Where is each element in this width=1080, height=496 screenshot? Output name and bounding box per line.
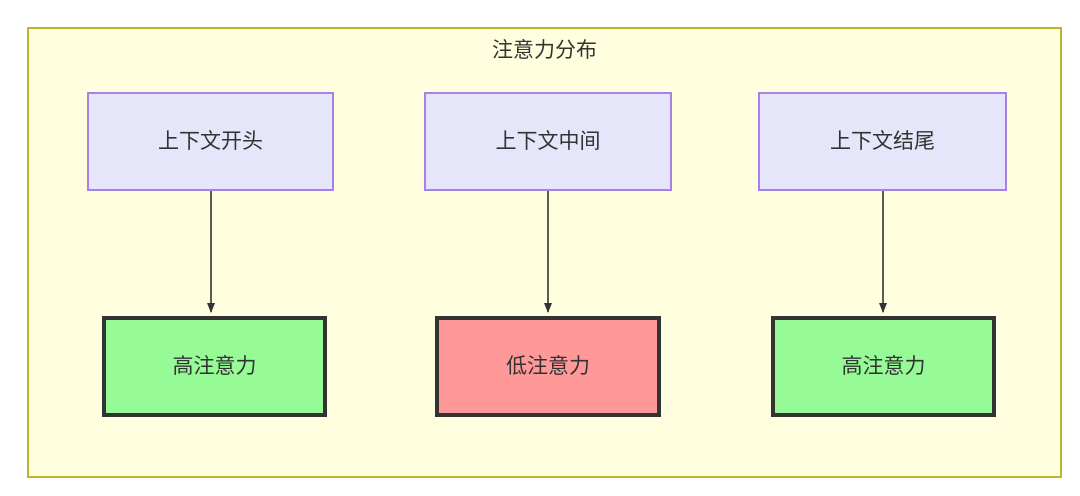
- node-context-start-label: 上下文开头: [158, 129, 263, 153]
- node-context-middle-label: 上下文中间: [495, 129, 601, 153]
- node-context-end-label: 上下文结尾: [830, 129, 935, 153]
- node-high-attention-start[interactable]: 高注意力: [102, 316, 327, 417]
- node-context-middle[interactable]: 上下文中间: [424, 92, 672, 191]
- node-context-end[interactable]: 上下文结尾: [758, 92, 1007, 191]
- node-context-start[interactable]: 上下文开头: [87, 92, 334, 191]
- node-low-attention-middle-label: 低注意力: [506, 354, 590, 378]
- diagram-title: 注意力分布: [492, 39, 597, 62]
- node-low-attention-middle[interactable]: 低注意力: [435, 316, 661, 417]
- node-high-attention-start-label: 高注意力: [172, 354, 257, 378]
- node-high-attention-end[interactable]: 高注意力: [771, 316, 996, 417]
- node-high-attention-end-label: 高注意力: [841, 354, 926, 378]
